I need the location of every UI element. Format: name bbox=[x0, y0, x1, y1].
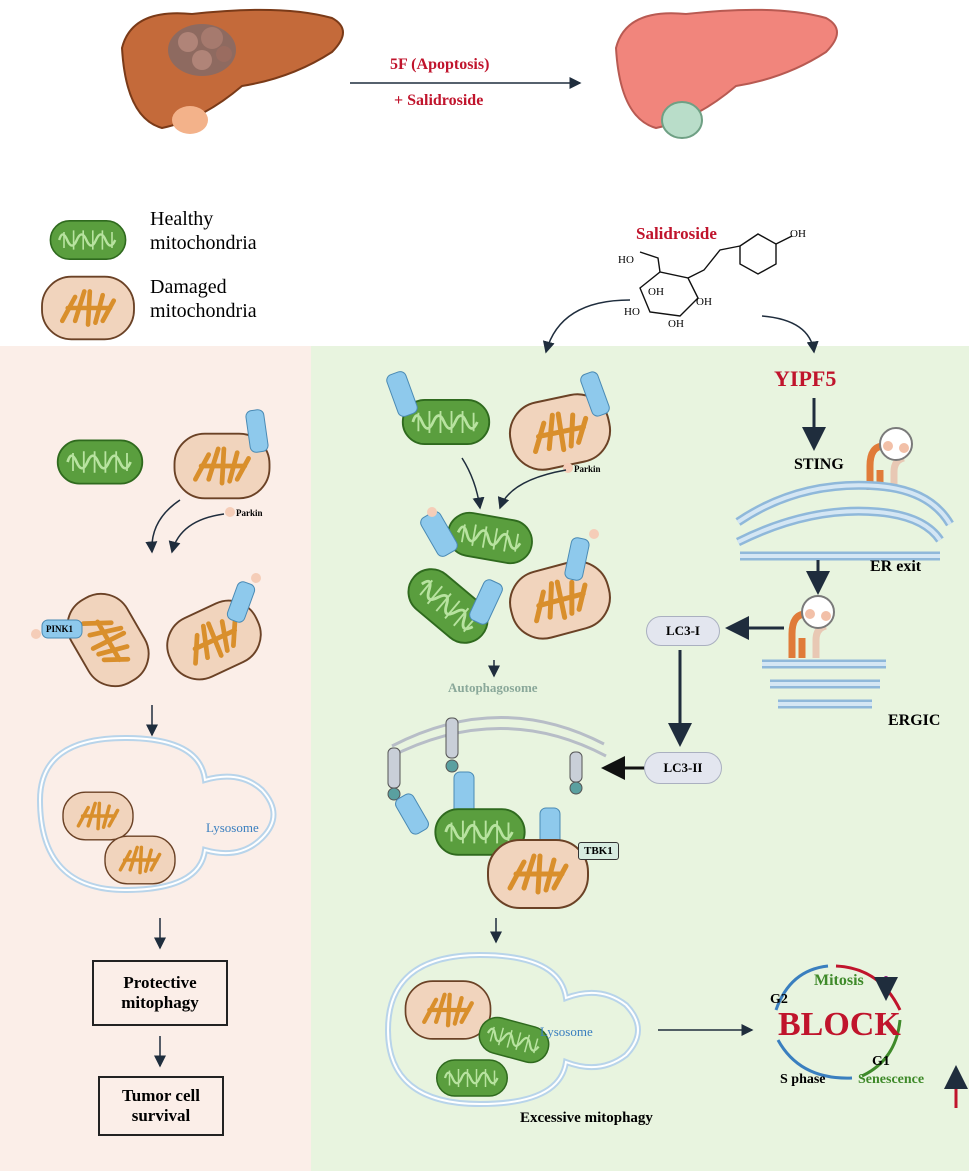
legend-healthy-line2: mitochondria bbox=[150, 232, 257, 254]
tbk1-label: TBK1 bbox=[578, 842, 619, 860]
group-ho-2: HO bbox=[624, 306, 640, 318]
excessive-mitophagy-label: Excessive mitophagy bbox=[520, 1110, 653, 1126]
parkin-label-left: Parkin bbox=[236, 508, 263, 518]
group-ho-1: HO bbox=[618, 254, 634, 266]
sting-label: STING bbox=[794, 456, 844, 473]
group-oh-3: OH bbox=[668, 318, 684, 330]
g1-label: G1 bbox=[872, 1054, 890, 1069]
mitosis-label: Mitosis bbox=[814, 972, 864, 989]
lc3-i-pill: LC3-I bbox=[646, 616, 720, 646]
legend-damaged-line2: mitochondria bbox=[150, 300, 257, 322]
ergic-label: ERGIC bbox=[888, 712, 941, 729]
legend-damaged-mito-icon bbox=[42, 277, 134, 340]
healthy-liver bbox=[615, 8, 838, 139]
pink1-label-left: PINK1 bbox=[46, 624, 73, 634]
senescence-label: Senescence bbox=[858, 1072, 925, 1087]
treatment-label-1: 5F (Apoptosis) bbox=[390, 56, 490, 73]
legend-healthy-mito-icon bbox=[49, 219, 127, 261]
s-phase-label: S phase bbox=[780, 1072, 826, 1087]
group-oh-2: OH bbox=[648, 286, 664, 298]
yipf5-label: YIPF5 bbox=[774, 366, 837, 391]
tumor-survival-box: Tumor cell survival bbox=[98, 1076, 224, 1136]
salidroside-structure bbox=[639, 233, 793, 317]
legend-healthy-line1: Healthy bbox=[150, 208, 214, 230]
parkin-label-right: Parkin bbox=[574, 464, 601, 474]
protective-mitophagy-box: Protective mitophagy bbox=[92, 960, 228, 1026]
er-exit-label: ER exit bbox=[870, 558, 922, 575]
lc3-anchors bbox=[387, 717, 583, 801]
treatment-label-2: + Salidroside bbox=[394, 92, 484, 109]
block-label: BLOCK bbox=[778, 1006, 901, 1043]
lc3-ii-pill: LC3-II bbox=[644, 752, 722, 784]
salidroside-title: Salidroside bbox=[636, 224, 717, 243]
tumor-liver bbox=[121, 8, 344, 134]
g2-label: G2 bbox=[770, 992, 788, 1007]
lysosome-label-left: Lysosome bbox=[206, 820, 259, 835]
lysosome-label-right: Lysosome bbox=[540, 1024, 593, 1039]
group-oh-1: OH bbox=[790, 228, 806, 240]
group-oh-4: OH bbox=[696, 296, 712, 308]
legend-damaged-line1: Damaged bbox=[150, 276, 227, 298]
autophagosome-label: Autophagosome bbox=[448, 680, 538, 695]
